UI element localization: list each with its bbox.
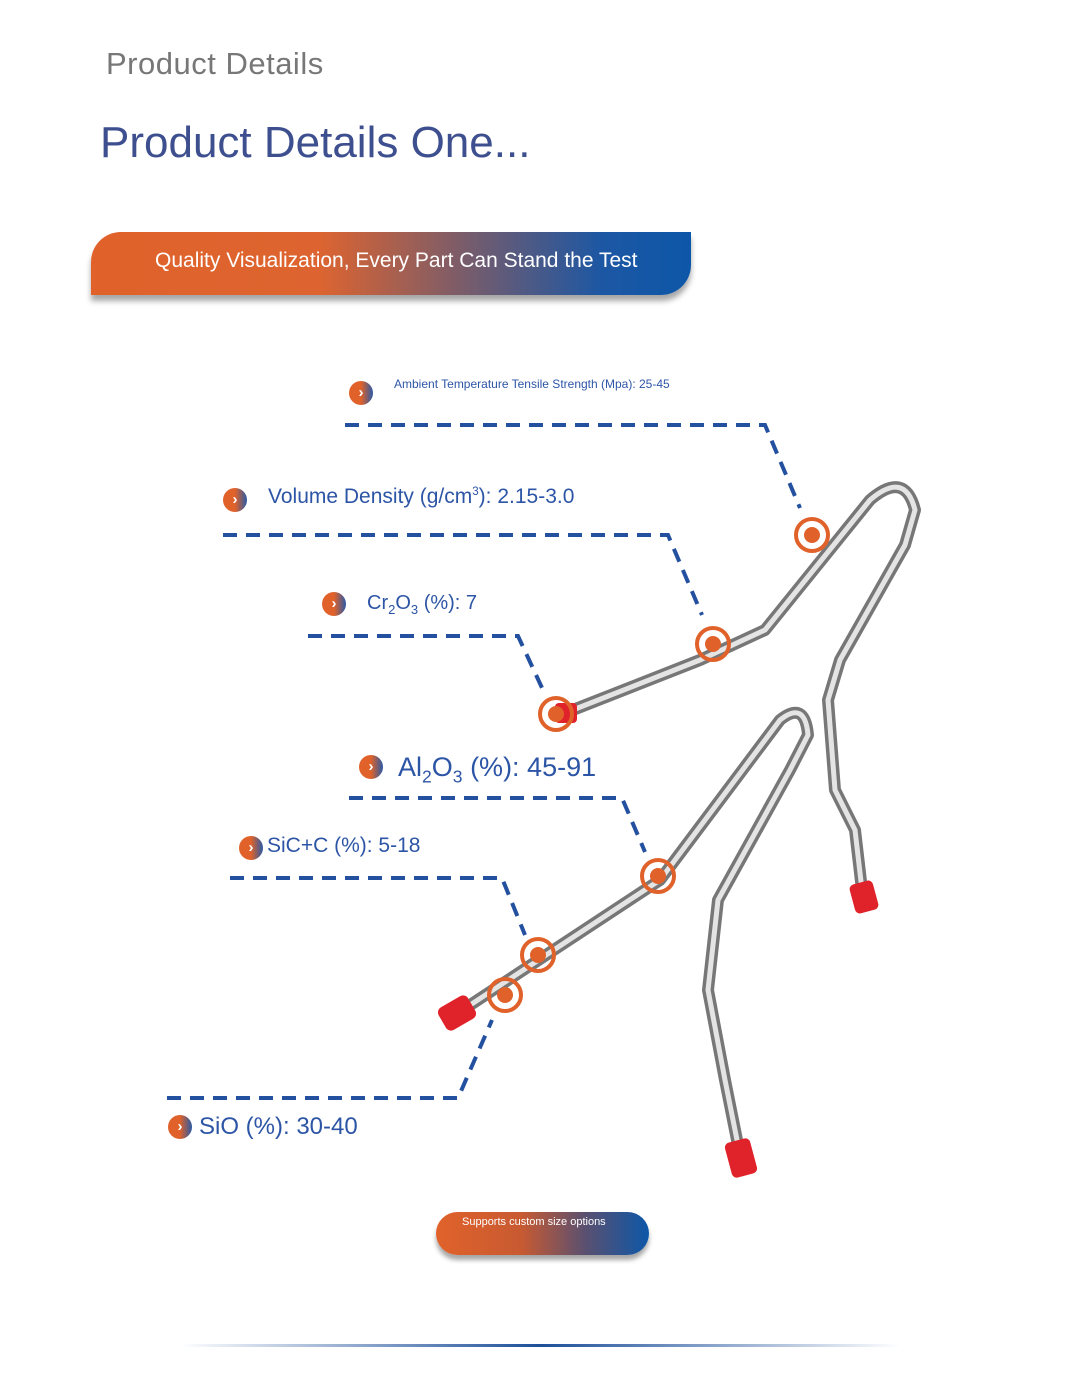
density-label: Volume Density (g/cm: [268, 485, 473, 508]
custom-size-text: Supports custom size options: [462, 1216, 606, 1228]
rod-image: [449, 481, 921, 1161]
t: 2: [422, 766, 432, 787]
chevron-right-icon: ›: [322, 592, 346, 616]
t: 3: [410, 602, 419, 617]
density-sup: 3: [472, 486, 479, 498]
custom-size-badge: Supports custom size options: [436, 1212, 649, 1255]
banner-text: Quality Visualization, Every Part Can St…: [155, 249, 638, 272]
chevron-right-icon: ›: [168, 1115, 192, 1139]
rod-1: [554, 481, 921, 896]
t: (%): 7: [418, 592, 478, 614]
spec-tensile: Ambient Temperature Tensile Strength (Mp…: [394, 377, 670, 391]
t: (%): 45-91: [462, 752, 597, 782]
t: Al: [398, 752, 423, 782]
t: 2: [388, 602, 396, 617]
t: 3: [452, 766, 463, 787]
leader-lines: [167, 423, 802, 1100]
section-label: Product Details: [106, 46, 324, 81]
spec-sio: SiO (%): 30-40: [199, 1113, 358, 1140]
t: O: [395, 592, 411, 614]
page-title: Product Details One...: [100, 118, 531, 167]
chevron-right-icon: ›: [349, 381, 373, 405]
chevron-right-icon: ›: [239, 836, 263, 860]
markers: [487, 517, 830, 1013]
spec-density: Volume Density (g/cm3): 2.15-3.0: [268, 485, 574, 509]
spec-al2o3: Al2O3 (%): 45-91: [398, 752, 596, 787]
chevron-right-icon: ›: [359, 755, 383, 779]
chevron-right-icon: ›: [223, 488, 247, 512]
density-value: ): 2.15-3.0: [478, 485, 575, 508]
t: Cr: [367, 592, 389, 614]
banner: Quality Visualization, Every Part Can St…: [91, 232, 691, 295]
t: O: [431, 752, 453, 782]
spec-cr2o3: Cr2O3 (%): 7: [367, 592, 477, 617]
spec-sic: SiC+C (%): 5-18: [267, 834, 421, 857]
divider: [180, 1344, 900, 1347]
